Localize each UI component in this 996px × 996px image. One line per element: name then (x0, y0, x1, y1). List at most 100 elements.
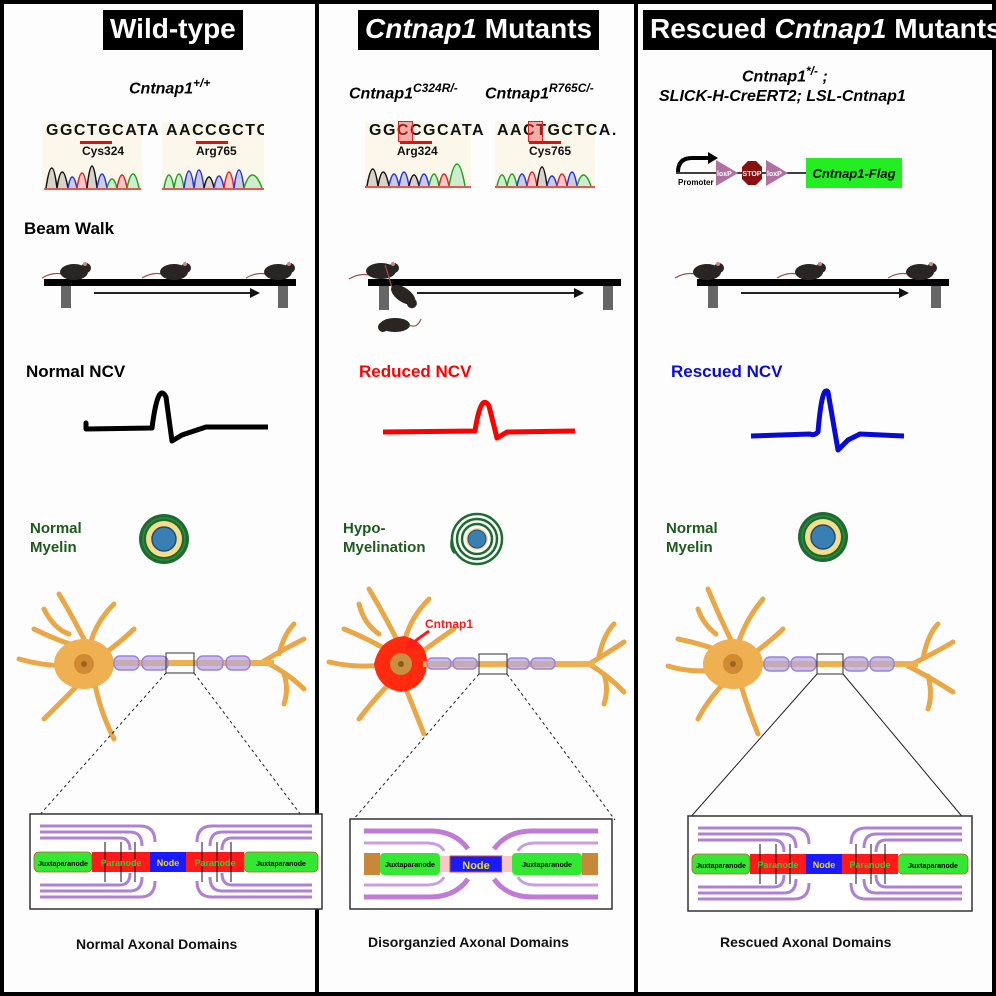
bottom-caption: Disorganzied Axonal Domains (368, 934, 569, 950)
residue-label: Arg765 (196, 144, 237, 158)
myelin-cross-section-icon (798, 512, 848, 562)
myelin-label-line: Hypo- (343, 520, 386, 537)
ncv-trace-reduced (382, 399, 576, 441)
domain-juxtaparanode: Juxtaparanode (38, 861, 88, 868)
myelin-sheaths (113, 655, 251, 671)
ncv-label-text: Rescued NCV (671, 362, 783, 381)
myelin-label: Normal Myelin (666, 519, 718, 557)
domain-node: Node (157, 858, 180, 868)
codon-underline (529, 141, 561, 144)
domain-node: Node (462, 860, 490, 872)
genotype-label-c324r: Cntnap1C324R/- (349, 81, 458, 103)
codon-underline (196, 141, 228, 144)
beam-icon (44, 279, 296, 308)
panel-wild-type: Wild-type Cntnap1+/+ GGCTGCATA Cys324 AA… (4, 4, 323, 992)
axonal-domains-normal: Juxtaparanode Paranode Node Paranode Jux… (29, 813, 323, 910)
title-text: Wild-type (110, 13, 236, 44)
domain-paranode: Paranode (194, 858, 235, 868)
ncv-trace-normal (83, 390, 268, 444)
ncv-label: Rescued NCV (671, 362, 782, 382)
loxp-triangle-icon (716, 160, 738, 186)
chromatogram-trace (44, 165, 141, 190)
domain-juxtaparanode: Juxtaparanode (385, 862, 435, 869)
domain-juxtaparanode: Juxtaparanode (696, 863, 746, 870)
mouse-icon (41, 262, 91, 280)
genotype-line: Cntnap1*/- ; (742, 64, 828, 86)
chromatogram-trace (365, 163, 471, 188)
mouse-icon (141, 262, 191, 280)
loxp-label: loxP (717, 171, 732, 178)
beam-walk-illustration (41, 262, 296, 308)
myelin-loops (698, 826, 962, 901)
domain-juxtaparanode: Juxtaparanode (256, 861, 306, 868)
zoom-box (165, 652, 195, 674)
myelin-loops (40, 824, 312, 899)
genotype-superscript: R765C/- (549, 81, 594, 95)
title-text: Mutants (477, 13, 593, 44)
hypomyelin-spiral-icon (450, 512, 504, 566)
axonal-domains-rescued: Juxtaparanode Paranode Node Paranode Jux… (687, 815, 973, 912)
myelin-label-line: Normal (666, 520, 718, 537)
myelin-label: Hypo- Myelination (343, 519, 426, 557)
myelin-loops (364, 828, 598, 900)
panel-divider (315, 0, 319, 996)
axon (104, 660, 274, 666)
panel-divider (634, 0, 638, 996)
arrow-icon (405, 629, 430, 649)
ncv-trace-rescued (750, 388, 905, 453)
title-gene: Cntnap1 (774, 13, 887, 44)
mouse-icon (245, 262, 295, 280)
dendrites-icon (16, 591, 307, 742)
beam-walk-label: Beam Walk (24, 219, 115, 238)
chromatogram-arg324: GGCCGCATA Arg324 (365, 121, 484, 190)
mouse-icon (348, 262, 399, 280)
panel-rescued: Rescued Cntnap1 Mutants Cntnap1*/- ; SLI… (638, 4, 996, 992)
gene-name: Cntnap1 (485, 85, 549, 103)
panel-title: Wild-type (103, 10, 243, 50)
promoter-arrow-icon (676, 156, 712, 173)
panel-mutants: Cntnap1 Mutants Cntnap1C324R/- Cntnap1R7… (319, 4, 634, 992)
stop-sign-icon (742, 161, 762, 185)
axonal-domains-disorganized: Juxtaparanode Node Juxtaparanode (349, 818, 613, 910)
mouse-icon (378, 318, 422, 332)
myelin-label-line: Myelin (30, 539, 77, 556)
beam-walk-illustration (674, 262, 949, 308)
gene-name: Cntnap1 (129, 80, 193, 98)
axon (758, 661, 918, 667)
gene-name: Cntnap1 (349, 85, 413, 103)
myelin-sheaths (763, 656, 895, 672)
genotype-superscript: +/+ (193, 76, 211, 90)
title-text: Rescued (650, 13, 775, 44)
panel-title: Rescued Cntnap1 Mutants (643, 10, 996, 50)
genotype-superscript: C324R/- (413, 81, 458, 95)
mouse-icon (384, 264, 417, 309)
genotype-line: SLICK-H-CreERT2; LSL-Cntnap1 (659, 88, 906, 106)
arrow-icon (94, 288, 260, 298)
arrow-icon (417, 288, 584, 298)
domain-paranode: Paranode (757, 860, 798, 870)
genotype-label: Cntnap1+/+ (129, 76, 210, 98)
neuron-illustration: Cntnap1 (326, 586, 627, 821)
residue-label: Cys765 (529, 144, 572, 158)
myelin-label: Normal Myelin (30, 519, 82, 557)
cntnap1-callout: Cntnap1 (425, 617, 473, 631)
myelin-cross-section-icon (139, 514, 189, 564)
arrow-icon (741, 288, 909, 298)
loxp-triangle-icon (766, 160, 788, 186)
genotype-label-r765c: Cntnap1R765C/- (485, 81, 594, 103)
bottom-caption: Rescued Axonal Domains (720, 934, 892, 950)
residue-label: Arg324 (397, 144, 438, 158)
chromatogram-cys324: GGCTGCATA Cys324 (42, 122, 159, 192)
panel-title: Cntnap1 Mutants (358, 10, 600, 50)
domain-paranode: Paranode (100, 858, 141, 868)
transgene-names: SLICK-H-CreERT2; LSL-Cntnap1 (659, 88, 906, 105)
domain-juxtaparanode: Juxtaparanode (522, 862, 572, 869)
chromatogram-cys765: AACTGCTCA. Cys765 (495, 121, 616, 190)
transgene-construct: Promoter loxP STOP loxP Cntnap1-Flag (676, 152, 902, 188)
mouse-icon (674, 262, 724, 280)
bottom-caption: Normal Axonal Domains (76, 936, 238, 952)
myelin-sheaths (426, 657, 556, 670)
ncv-label-text: Reduced NCV (359, 362, 472, 381)
codon-underline (400, 141, 432, 144)
mouse-icon (887, 262, 937, 280)
